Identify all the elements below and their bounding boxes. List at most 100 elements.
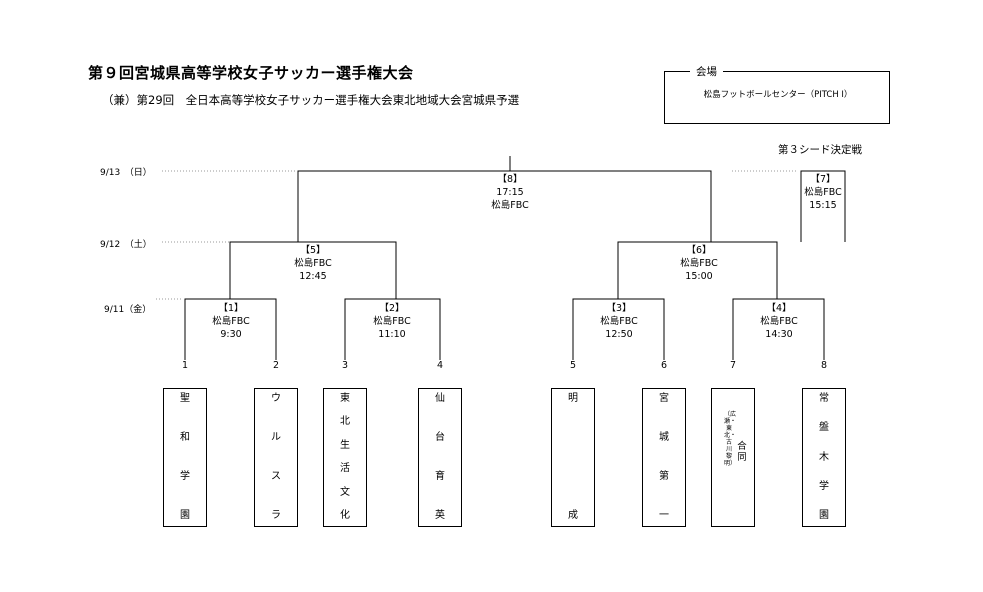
team-name-char: 北	[340, 416, 350, 428]
final-bracket	[297, 170, 712, 242]
match-1-venue: 松島FBC	[212, 316, 250, 327]
team-name-char: 聖	[180, 393, 190, 404]
match-1-id: 【1】	[218, 303, 244, 314]
match-6-venue: 松島FBC	[680, 258, 718, 269]
match-8-label: 【8】 17:15 松島FBC	[491, 173, 528, 212]
match-8-time: 17:15	[496, 187, 524, 198]
team-name-char: 園	[180, 510, 190, 521]
match1-bracket	[184, 298, 277, 360]
team-name-char: ス	[271, 471, 281, 482]
team-name-char: 活	[340, 463, 350, 475]
match-8-venue: 松島FBC	[491, 200, 529, 211]
team-name: 合同	[737, 441, 747, 463]
slot-number: 6	[660, 360, 668, 371]
slot-number: 1	[181, 360, 189, 371]
semi5-bracket	[229, 241, 397, 299]
match-1-label: 【1】 松島FBC 9:30	[212, 302, 249, 341]
team-name-char: 仙	[435, 393, 445, 404]
venue-box: 松島フットボールセンター（PITCH Ⅰ）	[664, 71, 890, 124]
match-8-id: 【8】	[497, 174, 523, 185]
page-subtitle: （兼）第29回 全日本高等学校女子サッカー選手権大会東北地域大会宮城県予選	[102, 93, 520, 107]
team-name-char: 学	[819, 480, 829, 492]
match-7-venue: 松島FBC	[804, 187, 842, 198]
match-1-time: 9:30	[220, 329, 242, 340]
team-name-char: 第	[659, 471, 669, 482]
team-name: 常盤木学園	[803, 389, 845, 526]
match-5-label: 【5】 松島FBC 12:45	[294, 244, 331, 283]
team-box: （広瀬・東北・古川黎明） 合同	[711, 388, 755, 527]
team-name-char: 園	[819, 510, 829, 521]
team-name-char: 成	[568, 510, 578, 521]
team-name-char: ル	[271, 432, 281, 443]
match-2-venue: 松島FBC	[373, 316, 411, 327]
slot-number: 8	[820, 360, 828, 371]
match-7-id: 【7】	[810, 174, 836, 185]
date-final: 9/13 （日）	[100, 168, 152, 178]
match3-bracket	[572, 298, 665, 360]
match-6-time: 15:00	[685, 271, 713, 282]
team-affiliation: （広瀬・東北・古川黎明）	[724, 411, 737, 467]
match-3-time: 12:50	[605, 329, 633, 340]
match-6-id: 【6】	[686, 245, 712, 256]
team-name-char: 一	[659, 510, 669, 521]
seed-match-heading: 第３シード決定戦	[778, 144, 862, 156]
seed-bracket	[800, 170, 846, 242]
team-name-char: ラ	[271, 510, 281, 521]
team-name: 明成	[552, 389, 594, 526]
match-2-time: 11:10	[378, 329, 406, 340]
team-name: 東北生活文化	[324, 389, 366, 526]
match-7-time: 15:15	[809, 200, 837, 211]
match4-bracket	[732, 298, 825, 360]
semi6-bracket	[617, 241, 778, 299]
match-5-time: 12:45	[299, 271, 327, 282]
team-box: 明成	[551, 388, 595, 527]
match-4-venue: 松島FBC	[760, 316, 798, 327]
match-6-label: 【6】 松島FBC 15:00	[680, 244, 717, 283]
team-box: 聖和学園	[163, 388, 207, 527]
team-name-char: 台	[435, 432, 445, 443]
match-3-id: 【3】	[606, 303, 632, 314]
match-7-label: 【7】 松島FBC 15:15	[804, 173, 841, 212]
team-box: 仙台育英	[418, 388, 462, 527]
match-5-id: 【5】	[300, 245, 326, 256]
team-name-char: 英	[435, 510, 445, 521]
team-box: 常盤木学園	[802, 388, 846, 527]
match-4-id: 【4】	[766, 303, 792, 314]
team-name-char: 化	[340, 509, 350, 521]
date-first: 9/11（金）	[104, 305, 152, 315]
slot-number: 2	[272, 360, 280, 371]
date-semi: 9/12 （土）	[100, 240, 152, 250]
team-box: ウルスラ	[254, 388, 298, 527]
team-name: ウルスラ	[255, 389, 297, 526]
team-name-char: 育	[435, 471, 445, 482]
match-2-id: 【2】	[379, 303, 405, 314]
slot-number: 7	[729, 360, 737, 371]
match-4-time: 14:30	[765, 329, 793, 340]
match-2-label: 【2】 松島FBC 11:10	[373, 302, 410, 341]
team-name-char: 東	[340, 393, 350, 404]
match-4-label: 【4】 松島FBC 14:30	[760, 302, 797, 341]
team-name-char: 盤	[819, 422, 829, 434]
team-name-char: 文	[340, 486, 350, 498]
team-name: 仙台育英	[419, 389, 461, 526]
team-name-char: 和	[180, 432, 190, 443]
team-box: 宮城第一	[642, 388, 686, 527]
page-title: 第９回宮城県高等学校女子サッカー選手権大会	[88, 64, 414, 82]
team-name-char: 明	[568, 393, 578, 404]
slot-number: 4	[436, 360, 444, 371]
team-name-char: 宮	[659, 393, 669, 404]
team-name-char: ウ	[271, 393, 281, 404]
match2-bracket	[344, 298, 441, 360]
team-name-char: 城	[659, 432, 669, 443]
slot-number: 3	[341, 360, 349, 371]
match-3-label: 【3】 松島FBC 12:50	[600, 302, 637, 341]
match-3-venue: 松島FBC	[600, 316, 638, 327]
team-name: 聖和学園	[164, 389, 206, 526]
venue-name: 松島フットボールセンター（PITCH Ⅰ）	[703, 90, 853, 100]
venue-heading: 会場	[690, 64, 723, 79]
team-name-char: 生	[340, 439, 350, 451]
team-name-char: 木	[819, 451, 829, 463]
slot-number: 5	[569, 360, 577, 371]
team-name-char: 学	[180, 471, 190, 482]
